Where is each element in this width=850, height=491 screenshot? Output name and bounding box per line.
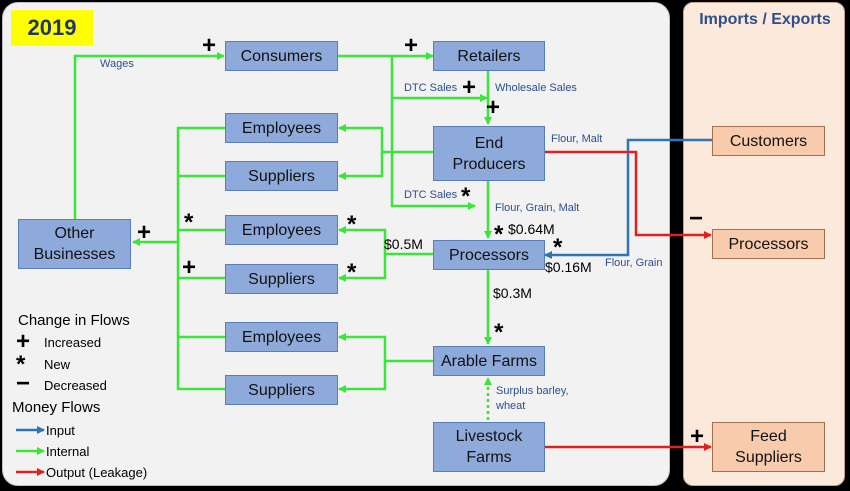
year-badge: 2019 [11, 10, 93, 46]
legend-decreased: Decreased [44, 378, 107, 393]
employees-mid-node: Employees [225, 215, 338, 245]
input-flow [544, 138, 712, 259]
money-016-label: $0.16M [545, 259, 592, 275]
plus-consumers-symbol: + [202, 32, 217, 59]
new-dtc-mid-symbol: * [461, 183, 471, 210]
processors-node: Processors [433, 240, 545, 270]
suppliers-top-node: Suppliers [225, 161, 338, 191]
end-producer-employees-flow [338, 124, 433, 154]
dtc-sales-top-label: DTC Sales [404, 82, 458, 94]
money-03-label: $0.3M [493, 285, 532, 301]
legend-minus-symbol: − [16, 370, 31, 397]
flour-grain-malt-label: Flour, Grain, Malt [495, 202, 580, 214]
money-05-label: $0.5M [384, 236, 423, 252]
minus-processors-symbol: − [689, 205, 704, 232]
dtc-sales-mid-flow [390, 98, 476, 210]
legend-new-symbol: * [16, 351, 26, 378]
other-businesses-node: Other Businesses [18, 219, 131, 269]
wages-label: Wages [100, 58, 134, 70]
employees-low-node: Employees [225, 322, 338, 352]
plus-dtc-symbol: + [462, 74, 477, 101]
new-input-symbol: * [553, 234, 563, 261]
wholesale-sales-label: Wholesale Sales [495, 82, 577, 94]
end-producer-suppliers-flow [338, 152, 384, 180]
legend-money-title: Money Flows [12, 399, 101, 416]
plus-feed-symbol: + [690, 423, 705, 450]
end-producers-node: End Producers [433, 126, 545, 181]
suppliers-low-node: Suppliers [225, 375, 338, 405]
new-arable-symbol: * [494, 319, 504, 346]
plus-wholesale-symbol: + [486, 94, 501, 121]
surplus-label: Surplus barley, wheat [496, 385, 569, 412]
dtc-sales-mid-label: DTC Sales [404, 189, 458, 201]
external-processors-node: Processors [712, 229, 825, 259]
to-other-businesses-flow [176, 126, 226, 391]
processor-suppliers-flow [338, 254, 387, 282]
leakage-processors-flow [545, 150, 712, 239]
feed-suppliers-node: Feed Suppliers [712, 422, 825, 472]
employees-top-node: Employees [225, 113, 338, 143]
retailers-node: Retailers [433, 41, 545, 71]
farm-suppliers-flow [338, 361, 387, 393]
flour-malt-label: Flour, Malt [551, 133, 603, 145]
plus-retailers-symbol: + [404, 32, 419, 59]
legend-change-title: Change in Flows [18, 312, 130, 329]
customers-node: Customers [712, 126, 825, 156]
suppliers-mid-node: Suppliers [225, 264, 338, 294]
plus-other-businesses-symbol: + [137, 219, 152, 246]
legend-output: Output (Leakage) [46, 465, 148, 480]
legend-internal: Internal [46, 444, 90, 459]
imports-exports-title: Imports / Exports [699, 11, 831, 28]
consumers-node: Consumers [225, 41, 338, 71]
plus-suppliers-mid-symbol: + [182, 254, 197, 281]
new-employees-mid-symbol: * [184, 209, 194, 236]
wages-flow [73, 52, 225, 220]
livestock-farms-node: Livestock Farms [433, 422, 545, 472]
processor-employees-flow [338, 226, 433, 256]
new-suppliers-mid-in-symbol: * [347, 259, 357, 286]
legend-increased: Increased [44, 335, 102, 350]
farm-employees-flow [338, 333, 433, 363]
legend-input: Input [46, 423, 75, 438]
money-064-label: $0.64M [508, 221, 555, 237]
legend-new: New [44, 357, 71, 372]
new-end-processors-symbol: * [494, 221, 504, 248]
legend-plus-symbol: + [16, 328, 31, 355]
flour-grain-label: Flour, Grain [605, 257, 663, 269]
new-employees-mid-in-symbol: * [347, 211, 357, 238]
arable-farms-node: Arable Farms [433, 346, 545, 376]
